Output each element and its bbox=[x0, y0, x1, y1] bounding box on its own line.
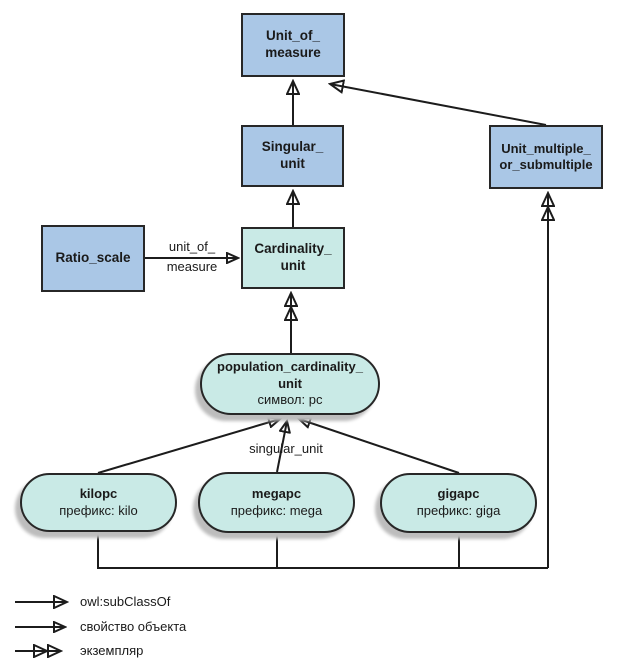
node-unit-multiple-or-submultiple: Unit_multiple_ or_submultiple bbox=[489, 125, 603, 189]
node-title-line: unit bbox=[278, 375, 302, 391]
node-megapc: megapc префикс: mega bbox=[198, 472, 355, 533]
node-ratio-scale: Ratio_scale bbox=[41, 225, 145, 292]
edge-label-singular-unit: singular_unit bbox=[249, 441, 323, 456]
node-attribute-prefix: префикс: kilo bbox=[59, 502, 138, 518]
legend-label-instance: экземпляр bbox=[80, 643, 144, 658]
node-title-line: population_cardinality_ bbox=[217, 358, 363, 374]
edge-property-megapc-to-population bbox=[276, 421, 287, 473]
node-gigapc: gigapc префикс: giga bbox=[380, 473, 537, 533]
legend-label-subclassof: owl:subClassOf bbox=[80, 594, 171, 609]
node-label-line: Ratio_scale bbox=[55, 250, 131, 266]
node-title: kilopc bbox=[79, 485, 118, 501]
edge-label-unit-of-measure-line1: unit_of_ bbox=[168, 239, 216, 254]
node-attribute-prefix: префикс: giga bbox=[416, 503, 501, 518]
node-kilopc: kilopc префикс: kilo bbox=[20, 473, 177, 532]
node-attribute-symbol: символ: pc bbox=[257, 392, 323, 408]
node-singular-unit: Singular_ unit bbox=[241, 125, 344, 187]
node-label-line: unit bbox=[280, 156, 305, 171]
node-cardinality-unit: Cardinality_ unit bbox=[241, 227, 345, 289]
node-title: megapc bbox=[251, 485, 302, 501]
node-label-line: Cardinality_ bbox=[254, 241, 332, 257]
legend-label-object-property: свойство объекта bbox=[80, 619, 187, 634]
edge-subclass-multiple-to-unitofmeasure bbox=[330, 84, 547, 126]
node-label-line: Singular_ bbox=[261, 139, 324, 155]
node-attribute-prefix: префикс: mega bbox=[230, 502, 323, 518]
node-label-line: Unit_multiple_ bbox=[501, 140, 591, 156]
node-label-line: unit bbox=[280, 258, 306, 273]
node-unit-of-measure: Unit_of_ measure bbox=[241, 13, 345, 77]
edge-bus-line bbox=[97, 532, 548, 569]
node-label-line: Unit_of_ bbox=[266, 28, 320, 44]
node-population-cardinality-unit: population_cardinality_ unit символ: pc bbox=[200, 353, 380, 415]
edge-property-kilopc-to-population bbox=[97, 419, 280, 474]
edge-property-gigapc-to-population bbox=[299, 419, 460, 474]
node-label-line: measure bbox=[265, 45, 321, 60]
node-title: gigapc bbox=[437, 486, 480, 502]
edge-label-unit-of-measure-line2: measure bbox=[166, 259, 218, 274]
node-label-line: or_submultiple bbox=[499, 157, 593, 172]
